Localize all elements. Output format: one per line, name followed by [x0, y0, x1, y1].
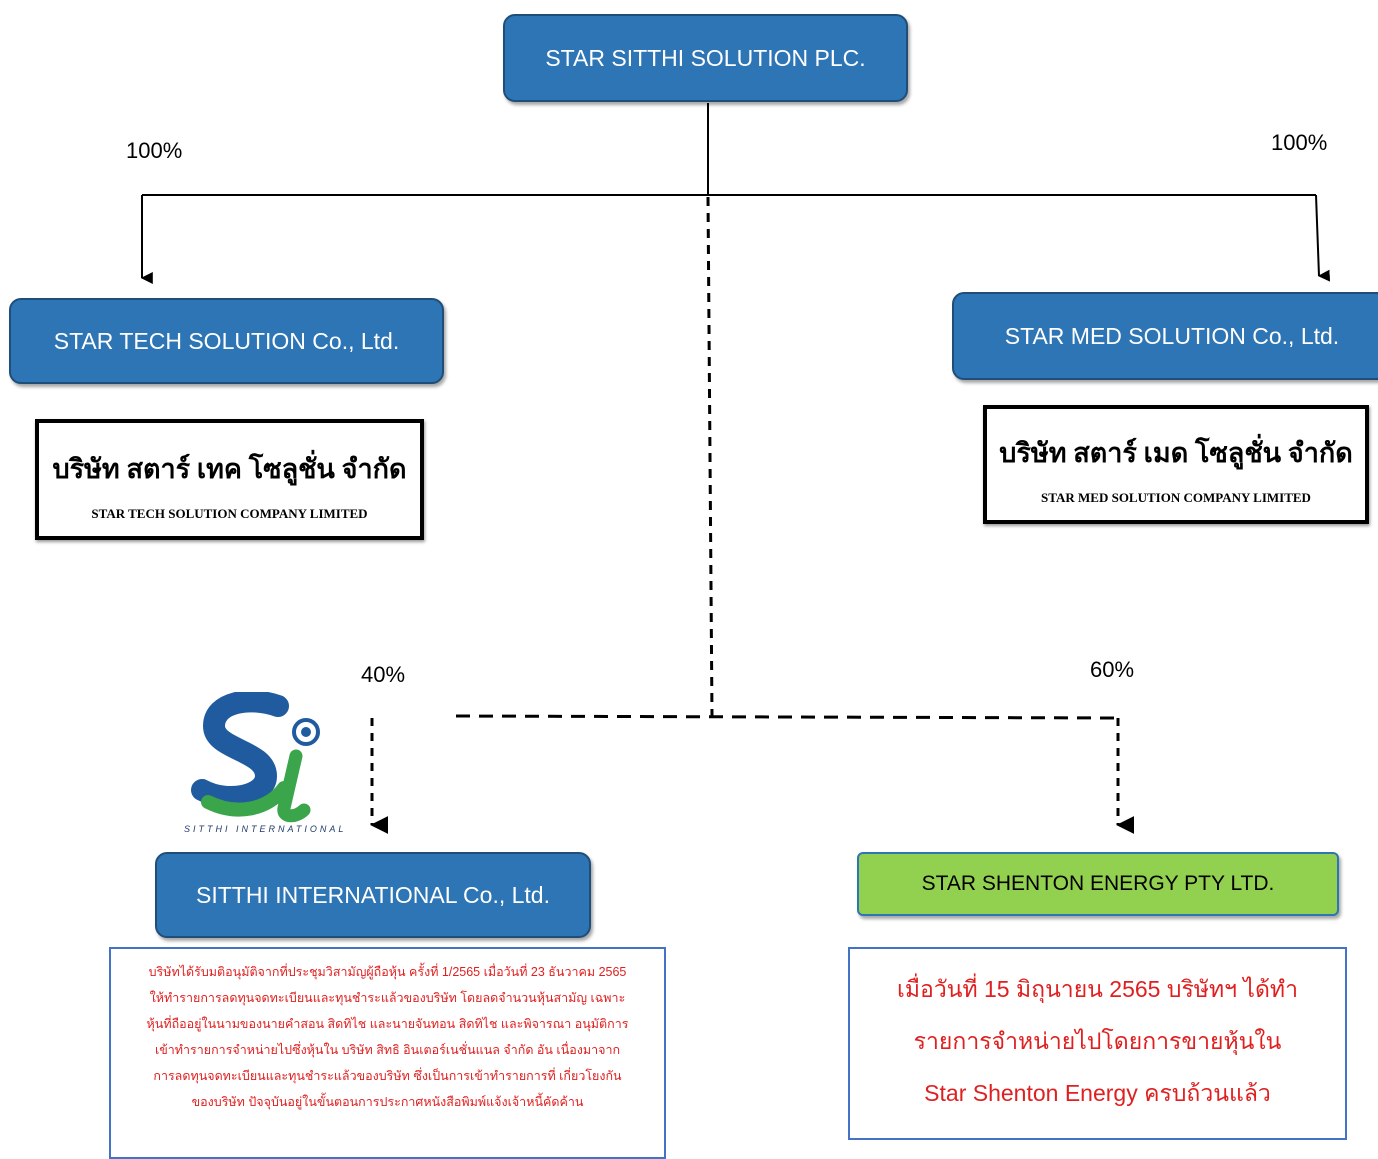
- dashed-trunk-line: [706, 196, 714, 717]
- node-star-sitthi-solution: STAR SITTHI SOLUTION PLC.: [503, 14, 908, 102]
- node-star-shenton-energy: STAR SHENTON ENERGY PTY LTD.: [857, 852, 1339, 916]
- stamp-med-english-name: STAR MED SOLUTION COMPANY LIMITED: [1041, 490, 1311, 505]
- dashed-branch-line: [455, 714, 1119, 720]
- note-sitthi-text: บริษัทได้รับมติอนุมัติจากที่ประชุมวิสามั…: [146, 965, 629, 1109]
- node-star-med-solution: STAR MED SOLUTION Co., Ltd.: [952, 292, 1378, 380]
- note-shenton-status: เมื่อวันที่ 15 มิถุนายน 2565 บริษัทฯ ได้…: [848, 947, 1347, 1140]
- logo-sitthi-international: SITTHI INTERNATIONAL: [180, 690, 360, 842]
- percent-sitthi: 40%: [361, 662, 406, 687]
- stamp-star-tech: บริษัท สตาร์ เทค โซลูชั่น จำกัด STAR TEC…: [35, 419, 424, 540]
- arrow-to-med: [1315, 194, 1331, 282]
- note-sitthi-status: บริษัทได้รับมติอนุมัติจากที่ประชุมวิสามั…: [109, 947, 666, 1159]
- si-logo-mark: [191, 690, 320, 823]
- stamp-tech-english-name: STAR TECH SOLUTION COMPANY LIMITED: [91, 506, 368, 521]
- logo-caption: SITTHI INTERNATIONAL: [184, 824, 347, 834]
- stamp-star-med: บริษัท สตาร์ เมด โซลูชั่น จำกัด STAR MED…: [983, 405, 1369, 524]
- percent-shenton: 60%: [1090, 657, 1135, 682]
- note-shenton-text: เมื่อวันที่ 15 มิถุนายน 2565 บริษัทฯ ได้…: [896, 976, 1299, 1106]
- percent-tech: 100%: [126, 138, 183, 163]
- node-star-tech-solution: STAR TECH SOLUTION Co., Ltd.: [9, 298, 444, 384]
- stamp-tech-thai-name: บริษัท สตาร์ เทค โซลูชั่น จำกัด: [52, 454, 407, 484]
- stamp-med-thai-name: บริษัท สตาร์ เมด โซลูชั่น จำกัด: [999, 438, 1353, 468]
- percent-med: 100%: [1271, 130, 1328, 155]
- node-sitthi-international: SITTHI INTERNATIONAL Co., Ltd.: [155, 852, 591, 938]
